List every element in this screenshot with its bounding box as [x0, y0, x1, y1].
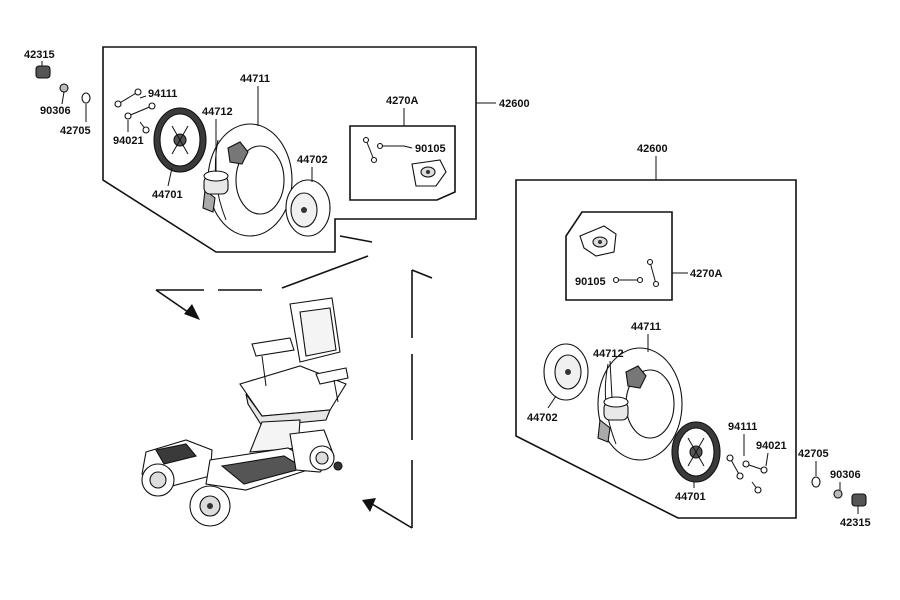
label-90105-right: 90105 — [575, 276, 606, 288]
leader-90306-left — [61, 91, 65, 105]
label-44702-left: 44702 — [297, 154, 328, 166]
label-94111-right: 94111 — [728, 421, 757, 433]
label-42315-right: 42315 — [840, 517, 871, 529]
pin-assembly-left — [362, 136, 413, 164]
cap-42315-left — [35, 65, 51, 79]
arrow-right-assembly-to-scooter — [362, 269, 433, 529]
arrow-left-assembly-to-scooter — [155, 235, 373, 320]
drum-44702-left — [285, 179, 331, 237]
rim-44712-left — [203, 170, 229, 195]
leader-94021-right — [765, 452, 769, 467]
label-42315-left: 42315 — [24, 49, 55, 61]
label-4270A-right: 4270A — [690, 268, 722, 280]
label-44711-left: 44711 — [240, 73, 270, 85]
hub-flange-right — [579, 225, 617, 257]
label-44712-right: 44712 — [593, 348, 624, 360]
nut-90306-right — [833, 489, 843, 499]
leader-44702-right — [547, 395, 557, 409]
label-4270A-left: 4270A — [386, 95, 418, 107]
sub-assembly-4270A-outline-right — [565, 211, 673, 301]
label-44711-right: 44711 — [631, 321, 661, 333]
label-90105-left: 90105 — [415, 143, 446, 155]
cap-42315-right — [851, 493, 867, 507]
label-44701-left: 44701 — [152, 189, 183, 201]
label-90306-right: 90306 — [830, 469, 861, 481]
label-94021-right: 94021 — [756, 440, 787, 452]
nut-90306-left — [59, 83, 69, 93]
label-42600-left: 42600 — [499, 98, 530, 110]
bolts-94111-94021-left — [114, 88, 156, 134]
rim-44712-right — [603, 396, 629, 421]
tire-44711-right — [597, 347, 683, 461]
washer-42705-right — [811, 476, 821, 488]
leader-44712-right — [609, 360, 613, 399]
label-90306-left: 90306 — [40, 105, 71, 117]
hub-plate-44701-left — [153, 107, 207, 173]
label-44702-right: 44702 — [527, 412, 558, 424]
label-42705-left: 42705 — [60, 125, 91, 137]
pin-assembly-right — [612, 258, 660, 288]
label-94021-left: 94021 — [113, 135, 144, 147]
label-44712-left: 44712 — [202, 106, 233, 118]
mobility-scooter-illustration — [141, 297, 349, 527]
leader-44701-left — [167, 167, 173, 187]
label-94111-left: 94111 — [148, 88, 177, 100]
left-assembly-outline — [102, 46, 477, 253]
hub-flange-left — [411, 159, 447, 187]
label-42600-right: 42600 — [637, 143, 668, 155]
leader-94111-left — [139, 95, 147, 99]
right-assembly-outline — [515, 179, 797, 519]
hub-plate-44701-right — [671, 421, 721, 483]
washer-42705-left — [81, 92, 91, 104]
label-44701-right: 44701 — [675, 491, 706, 503]
bolts-94111-94021-right — [726, 454, 768, 494]
drum-44702-right — [543, 343, 589, 401]
tire-44711-left — [202, 123, 293, 237]
label-42705-right: 42705 — [798, 448, 829, 460]
sub-assembly-4270A-outline-left — [349, 125, 456, 201]
